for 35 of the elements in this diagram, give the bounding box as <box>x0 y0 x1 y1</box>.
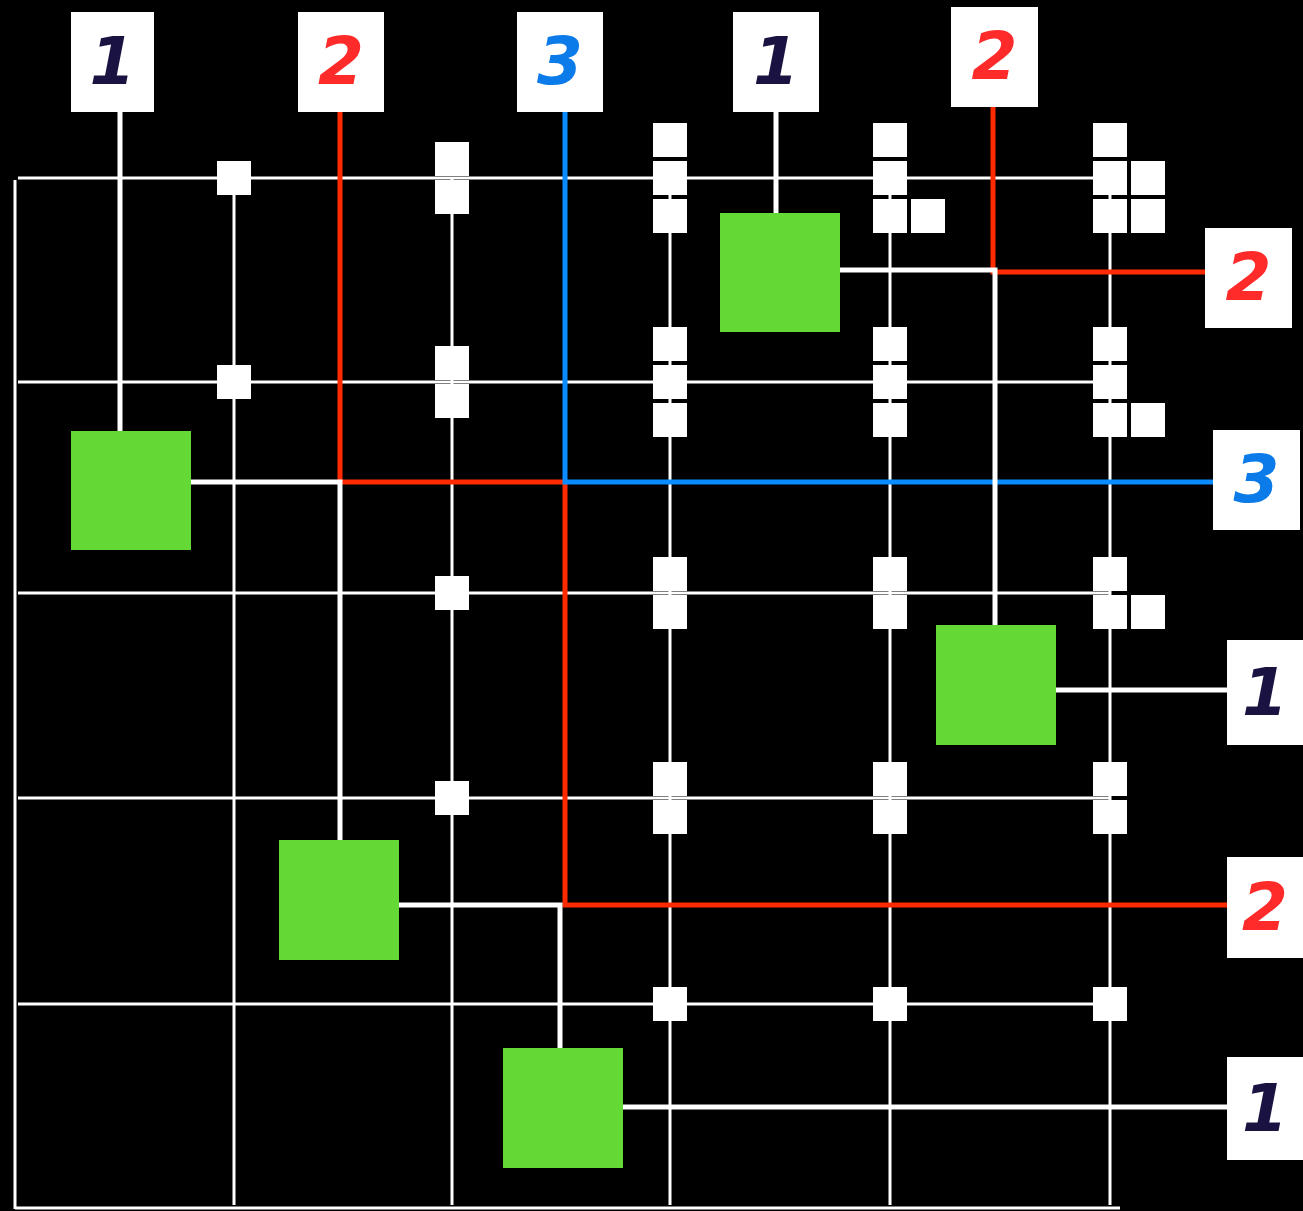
number-card <box>1227 857 1303 958</box>
connector-line <box>990 107 1205 275</box>
connector-line <box>623 1104 1227 1110</box>
number-label: 1 <box>1242 659 1288 726</box>
number-card <box>1213 430 1300 530</box>
number-label: 2 <box>1225 245 1272 311</box>
number-label: 2 <box>318 29 364 95</box>
number-label: 1 <box>89 29 136 95</box>
connector-line <box>773 112 779 213</box>
connector-line <box>1056 687 1227 693</box>
number-label: 1 <box>1242 1075 1288 1142</box>
number-card <box>951 7 1038 107</box>
filled-square <box>720 213 840 332</box>
connector-line <box>337 112 1227 908</box>
number-card <box>733 12 819 112</box>
number-label: 2 <box>1242 874 1288 941</box>
filled-square <box>71 431 191 550</box>
number-card <box>1227 640 1303 745</box>
number-card <box>1227 1057 1303 1160</box>
number-card <box>298 12 384 112</box>
filled-square <box>279 840 399 960</box>
number-label: 1 <box>753 29 799 95</box>
filled-square <box>503 1048 623 1168</box>
number-label: 3 <box>1233 447 1280 513</box>
connector-line <box>562 112 1213 485</box>
number-card <box>71 12 154 112</box>
number-card <box>1205 228 1292 328</box>
filled-square <box>936 625 1056 745</box>
connector-line <box>399 902 563 1048</box>
connector-line <box>117 112 123 431</box>
connector-line <box>191 479 343 840</box>
number-card <box>517 12 603 112</box>
connector-line <box>840 267 998 625</box>
number-label: 2 <box>971 24 1018 90</box>
number-label: 3 <box>537 29 583 95</box>
